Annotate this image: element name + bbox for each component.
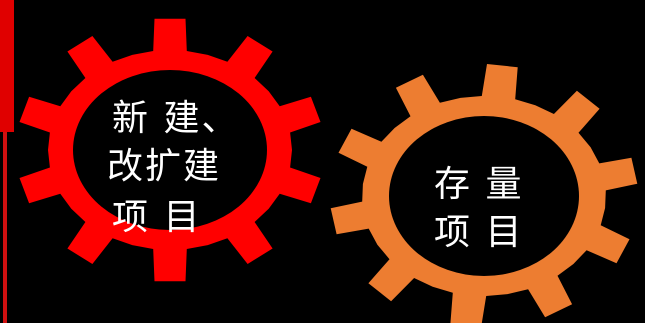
gear-right-line-1: 存 量 (434, 164, 524, 205)
gear-left-line-3: 项 目 (112, 197, 202, 238)
gear-left-line-1: 新 建、 (112, 98, 240, 139)
left-edge-line (3, 0, 7, 323)
gear-icon (330, 64, 638, 323)
gear-icon (19, 18, 321, 282)
gear-hole (389, 116, 579, 276)
left-edge-marker (0, 0, 14, 132)
gear-hole (73, 70, 267, 230)
gear-right-line-2: 项 目 (434, 212, 524, 253)
gear-left-line-2: 改扩建 (107, 146, 222, 187)
